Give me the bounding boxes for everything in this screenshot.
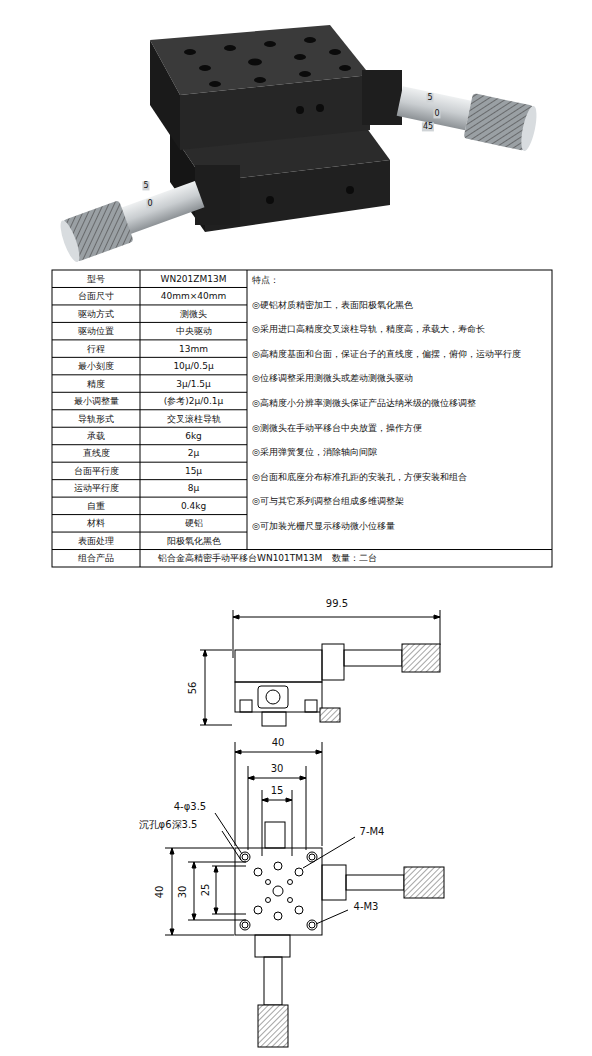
table-cell: 交叉滚柱导轨 <box>167 413 221 423</box>
elevation-view <box>200 610 440 726</box>
dimension-label: 沉孔φ6深3.5 <box>138 819 199 831</box>
table-cell: 台面尺寸 <box>78 291 114 301</box>
feature-item: ◎测微头在手动平移台中央放置，操作方便 <box>252 423 548 433</box>
table-rule <box>52 479 247 480</box>
dimension-label: 40 <box>271 737 286 749</box>
table-cell: 数量：二台 <box>332 553 377 563</box>
table-rule <box>52 444 247 445</box>
dimension-label: 99.5 <box>325 598 349 610</box>
table-cell: 3μ/1.5μ <box>176 378 211 388</box>
scale-number: 45 <box>422 122 434 131</box>
table-cell: 2μ <box>188 448 199 458</box>
feature-item: ◎采用进口高精度交叉滚柱导轨，精度高，承载大，寿命长 <box>252 324 548 334</box>
table-cell: 10μ/0.5μ <box>173 361 213 371</box>
table-cell: 运动平行度 <box>74 483 119 493</box>
table-cell: 导轨形式 <box>78 413 114 423</box>
table-cell: 材料 <box>87 518 105 528</box>
table-rule <box>52 392 247 393</box>
feature-item: ◎位移调整采用测微头或差动测微头驱动 <box>252 373 548 383</box>
feature-item: ◎可与其它系列调整台组成多维调整架 <box>252 496 548 506</box>
scale-number: 0 <box>433 109 440 118</box>
table-cell: WN201ZM13M <box>161 274 227 284</box>
dimension-label: 25 <box>200 883 212 898</box>
table-cell: 自重 <box>87 501 105 511</box>
table-rule <box>52 304 247 305</box>
table-cell: 中央驱动 <box>176 326 212 336</box>
table-rule <box>52 549 552 550</box>
scale-number: 5 <box>142 181 149 190</box>
dimension-label: 4-M3 <box>353 901 380 913</box>
table-rule <box>52 532 247 533</box>
table-cell: 行程 <box>87 343 105 353</box>
table-cell: 8μ <box>188 483 199 493</box>
table-rule <box>52 287 247 288</box>
table-rule <box>52 409 247 410</box>
table-cell: 硬铝 <box>185 518 203 528</box>
feature-item: ◎高精度基面和台面，保证台子的直线度，偏摆，俯仰，运动平行度 <box>252 349 548 359</box>
table-cell: 精度 <box>87 378 105 388</box>
table-cell: 台面平行度 <box>74 466 119 476</box>
table-cell: 0.4kg <box>181 501 206 511</box>
table-cell: 承载 <box>87 431 105 441</box>
table-rule <box>52 497 247 498</box>
table-rule <box>140 270 141 567</box>
table-rule <box>52 357 247 358</box>
feature-item: ◎可加装光栅尺显示移动微小位移量 <box>252 521 548 531</box>
table-cell: 型号 <box>87 274 105 284</box>
table-cell: 驱动位置 <box>78 326 114 336</box>
table-rule <box>52 339 247 340</box>
dimension-label: 4-φ3.5 <box>173 801 207 813</box>
table-rule <box>247 270 248 550</box>
table-rule <box>52 374 247 375</box>
table-cell: 6kg <box>185 431 202 441</box>
feature-item: ◎台面和底座分布标准孔距的安装孔，方便安装和组合 <box>252 472 548 482</box>
table-cell: 15μ <box>185 466 202 476</box>
table-cell: 测微头 <box>180 309 207 319</box>
table-cell: 直线度 <box>83 448 110 458</box>
feature-item: ◎高精度小分辨率测微头保证产品达纳米级的微位移调整 <box>252 398 548 408</box>
table-cell: 驱动方式 <box>78 309 114 319</box>
table-cell: 最小调整量 <box>74 396 119 406</box>
dimension-label: 40 <box>154 885 166 900</box>
table-rule <box>52 462 247 463</box>
scale-number: 5 <box>426 93 433 102</box>
dimension-label: 56 <box>187 681 199 696</box>
table-cell: (参考)2μ/0.1μ <box>164 396 224 406</box>
table-cell: 40mm×40mm <box>161 291 227 301</box>
feature-heading: 特点： <box>252 275 548 285</box>
scale-number: 0 <box>146 199 153 208</box>
dimension-label: 15 <box>270 785 285 797</box>
feature-item: ◎硬铝材质精密加工，表面阳极氧化黑色 <box>252 300 548 310</box>
table-cell: 表面处理 <box>78 536 114 546</box>
feature-item: ◎采用弹簧复位，消除轴向间隙 <box>252 447 548 457</box>
dimension-label: 7-M4 <box>359 826 386 838</box>
table-rule <box>52 514 247 515</box>
plan-view <box>165 742 444 1047</box>
table-rule <box>52 322 247 323</box>
dimension-label: 30 <box>177 885 189 900</box>
table-rule <box>52 427 247 428</box>
product-photo <box>57 25 540 264</box>
table-cell: 13mm <box>179 343 208 353</box>
table-cell: 铝合金高精密手动平移台WN101TM13M <box>158 553 322 563</box>
table-cell: 阳极氧化黑色 <box>167 536 221 546</box>
table-cell: 组合产品 <box>78 553 114 563</box>
table-border <box>52 270 552 567</box>
dimension-label: 30 <box>270 763 285 775</box>
table-cell: 最小刻度 <box>78 361 114 371</box>
